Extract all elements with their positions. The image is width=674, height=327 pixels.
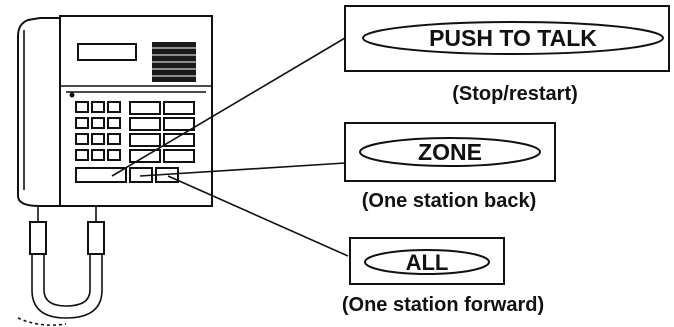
all-label: ALL — [406, 250, 449, 275]
function-key[interactable] — [129, 117, 161, 131]
zone-callout: ZONE — [344, 122, 556, 182]
leader-line-zone — [139, 162, 346, 177]
push-to-talk-label: PUSH TO TALK — [429, 25, 597, 51]
leader-line-push-to-talk — [111, 37, 346, 177]
coiled-cord — [17, 206, 105, 326]
keypad-key[interactable] — [107, 133, 121, 145]
leader-lines — [111, 37, 349, 257]
push-to-talk-callout: PUSH TO TALK — [344, 5, 670, 72]
leader-line-all — [167, 175, 349, 257]
keypad-key[interactable] — [75, 133, 89, 145]
handset — [17, 17, 67, 207]
function-key[interactable] — [163, 149, 195, 163]
keypad-key[interactable] — [91, 101, 105, 113]
keypad-key[interactable] — [91, 133, 105, 145]
function-key[interactable] — [129, 133, 161, 147]
function-keys — [129, 101, 195, 163]
zone-caption: (One station back) — [362, 190, 536, 212]
function-key[interactable] — [129, 101, 161, 115]
keypad-key[interactable] — [107, 149, 121, 161]
push-to-talk-caption: (Stop/restart) — [452, 83, 578, 105]
indicator-led — [69, 92, 75, 98]
numeric-keypad — [75, 101, 121, 161]
zone-label: ZONE — [418, 139, 482, 165]
keypad-key[interactable] — [107, 101, 121, 113]
all-callout: ALL — [349, 237, 505, 285]
keypad-key[interactable] — [107, 117, 121, 129]
function-key[interactable] — [163, 117, 195, 131]
all-caption: (One station forward) — [342, 294, 544, 316]
keypad-key[interactable] — [75, 101, 89, 113]
keypad-key[interactable] — [91, 117, 105, 129]
keypad-key[interactable] — [75, 117, 89, 129]
keypad-key[interactable] — [75, 149, 89, 161]
speaker-grille — [152, 42, 196, 82]
function-key[interactable] — [163, 133, 195, 147]
keypad-key[interactable] — [91, 149, 105, 161]
function-key[interactable] — [163, 101, 195, 115]
push-to-talk-key[interactable] — [75, 167, 127, 183]
display-window — [77, 43, 137, 61]
